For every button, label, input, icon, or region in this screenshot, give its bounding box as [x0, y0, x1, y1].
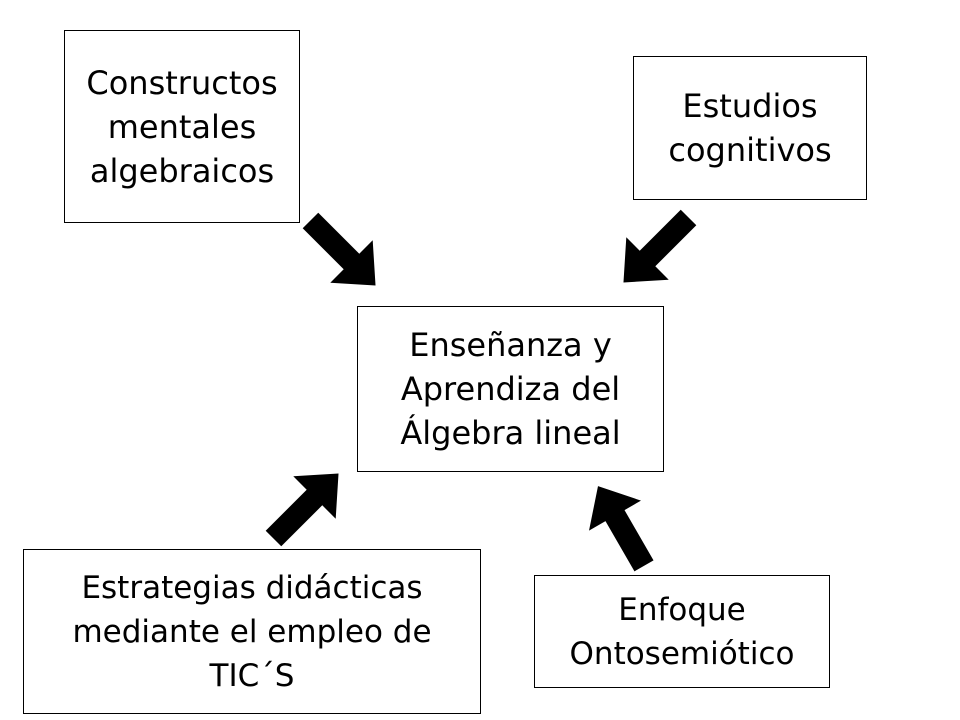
node-estudios-line-1: Estudios — [682, 87, 818, 125]
arrow-estudios-shape — [623, 209, 697, 283]
node-enfoque-label: Enfoque Ontosemiótico — [570, 588, 795, 676]
node-estrategias-didacticas: Estrategias didácticas mediante el emple… — [23, 549, 481, 714]
arrow-enfoque-shape — [589, 486, 654, 572]
node-ensenanza-label: Enseñanza y Aprendiza del Álgebra lineal — [400, 323, 620, 455]
node-estudios-label: Estudios cognitivos — [668, 84, 831, 172]
node-constructos-mentales: Constructos mentales algebraicos — [64, 30, 300, 223]
node-constructos-label: Constructos mentales algebraicos — [86, 61, 277, 193]
node-enfoque-line-2: Ontosemiótico — [569, 635, 795, 672]
node-constructos-line-2: mentales — [107, 107, 257, 146]
arrow-enfoque-to-ensenanza — [589, 486, 654, 572]
node-estrategias-line-1: Estrategias didácticas — [81, 569, 423, 606]
arrow-estudios-to-ensenanza — [623, 209, 697, 283]
arrow-estrategias-to-ensenanza — [265, 473, 339, 547]
arrow-estrategias-shape — [265, 473, 339, 547]
arrow-constructos-shape — [302, 212, 376, 286]
node-constructos-line-1: Constructos — [86, 63, 278, 102]
node-ensenanza-line-2: Aprendiza del — [400, 370, 621, 408]
node-ensenanza-line-1: Enseñanza y — [409, 326, 612, 364]
node-estudios-cognitivos: Estudios cognitivos — [633, 56, 867, 200]
node-estudios-line-2: cognitivos — [668, 131, 832, 169]
node-ensenanza-aprendizaje: Enseñanza y Aprendiza del Álgebra lineal — [357, 306, 664, 472]
node-ensenanza-line-3: Álgebra lineal — [400, 414, 621, 452]
node-enfoque-ontosemiotico: Enfoque Ontosemiótico — [534, 575, 830, 688]
node-estrategias-label: Estrategias didácticas mediante el emple… — [72, 566, 431, 698]
arrow-constructos-to-ensenanza — [302, 212, 376, 286]
node-constructos-line-3: algebraicos — [89, 151, 275, 190]
node-estrategias-line-2: mediante el empleo de — [72, 613, 432, 650]
node-enfoque-line-1: Enfoque — [618, 591, 746, 628]
node-estrategias-line-3: TIC´S — [209, 657, 295, 694]
